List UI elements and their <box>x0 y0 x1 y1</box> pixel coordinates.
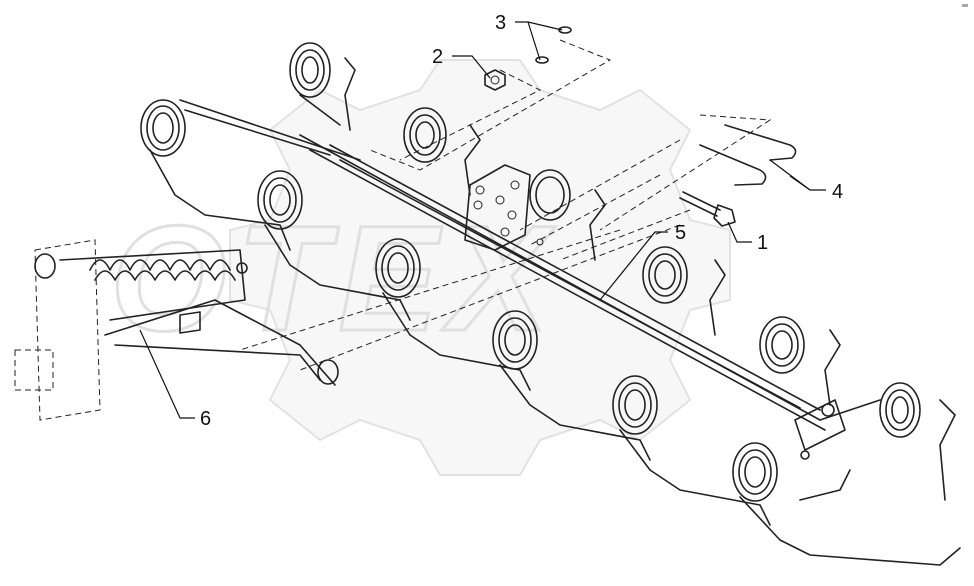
tine <box>257 170 411 321</box>
watermark-gear <box>229 59 731 476</box>
callout-6: 6 <box>200 408 211 430</box>
tine-row <box>140 42 961 566</box>
tine <box>642 246 726 336</box>
tine <box>612 375 771 526</box>
main-beam <box>179 99 826 431</box>
callout-2: 2 <box>432 46 443 68</box>
callout-4: 4 <box>832 181 843 203</box>
callout-3: 3 <box>495 12 506 34</box>
watermark-text: OTEX <box>110 194 558 362</box>
watermark: OTEX <box>109 59 731 476</box>
part-washers <box>535 26 572 64</box>
tine <box>732 442 961 566</box>
callout-5: 5 <box>675 222 686 244</box>
tine <box>492 310 651 461</box>
part-u-clips <box>699 124 797 186</box>
end-bracket <box>794 399 846 460</box>
callouts: 1 2 3 4 5 6 <box>200 12 843 430</box>
tine <box>375 238 531 391</box>
corner-mark <box>962 4 968 7</box>
tine <box>529 169 606 261</box>
tine <box>819 382 956 501</box>
mounting-plate <box>464 164 544 251</box>
tine <box>289 42 356 131</box>
part-nut <box>484 69 506 91</box>
leader-lines <box>139 21 826 419</box>
tine <box>140 99 331 251</box>
tine <box>403 107 481 196</box>
callout-1: 1 <box>757 232 768 254</box>
assembly-guides <box>239 39 772 371</box>
tine <box>759 316 841 406</box>
frame-assembly <box>14 239 339 421</box>
